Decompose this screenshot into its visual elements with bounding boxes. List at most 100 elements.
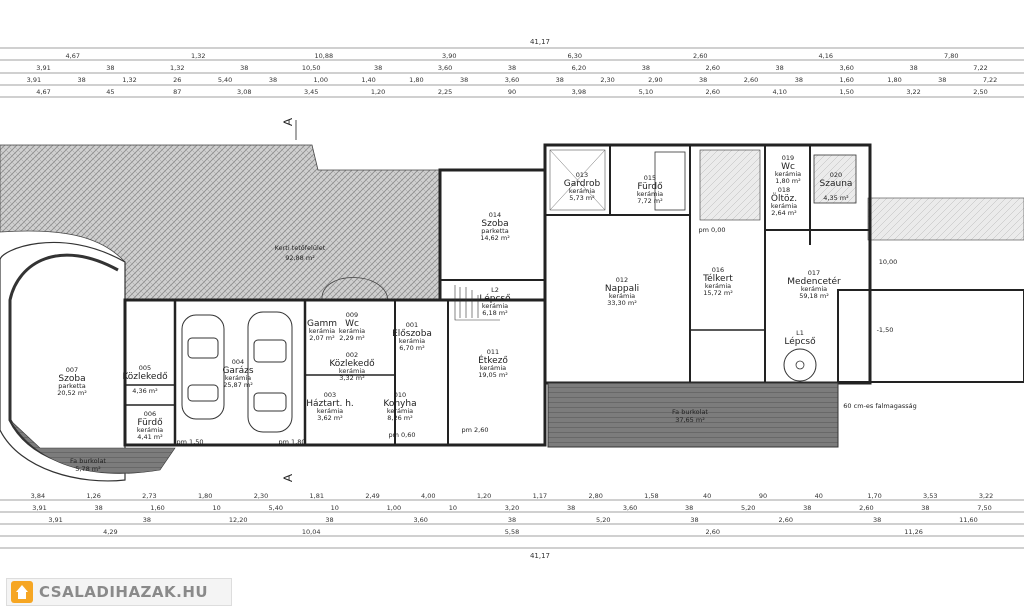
room-name: Szoba [481,219,508,229]
dimension-label: 38 [699,76,707,84]
room-material: kerámia [339,367,365,375]
dimension-label: 1,81 [310,492,324,500]
dimension-label: 1,32 [191,52,205,60]
room-area: 1,80 m² [775,177,801,185]
room-id: 011 [487,348,499,356]
garden-roof-hatch [0,144,441,301]
room-material: parketta [58,382,85,390]
dimension-label: 2,60 [779,516,793,524]
section-mark-top: A [281,118,295,126]
dimension-label: 5,20 [596,516,610,524]
dimension-label: 38 [143,516,151,524]
room-name: Lépcső [784,336,816,347]
room-area: 59,18 m² [799,292,829,300]
dimension-label: 3,91 [32,504,46,512]
dimension-label: 87 [173,88,181,96]
dimension-label: 2,50 [973,88,987,96]
dimension-label: 38 [938,76,946,84]
dimension-label: 10,50 [302,64,321,72]
dimension-label: 7,50 [977,504,991,512]
shower-area [699,149,761,221]
dimension-label: 3,98 [572,88,586,96]
room-id: 016 [712,266,724,274]
dimension-label: 1,00 [314,76,328,84]
dimension-label: 1,80 [409,76,423,84]
dimension-label: 11,60 [959,516,978,524]
dimension-label: 1,00 [387,504,401,512]
dimension-label: 7,22 [973,64,987,72]
room-area: 4,36 m² [132,387,158,395]
dimension-label: 5,40 [269,504,283,512]
dimension-label: 1,50 [839,88,853,96]
dimension-label: 3,60 [623,504,637,512]
room-name: Wc [781,162,795,172]
level-pm180: pm 1,80 [279,438,306,446]
dimension-label: 3,60 [505,76,519,84]
dimension-label: 1,20 [477,492,491,500]
dimension-label: 2,60 [859,504,873,512]
room-name: Gamm [307,319,337,329]
room-name: Medencetér [787,276,841,287]
dimension-label: 38 [508,64,516,72]
dimension-label: 2,30 [254,492,268,500]
round-room-outline [0,241,126,482]
dimension-label: 1,40 [361,76,375,84]
dimension-label: 45 [106,88,114,96]
dimension-label: 3,91 [27,76,41,84]
room-name: Közlekedő [122,372,168,382]
dimension-label: 38 [642,64,650,72]
section-mark-bottom: A [281,474,295,482]
watermark-text: CSALADIHAZAK.HU [39,583,209,601]
left-terrace-area: 5,78 m² [75,465,101,473]
room-id: 012 [616,276,628,284]
dimension-label: 38 [94,504,102,512]
left-terrace [9,419,176,474]
room-area: 3,32 m² [339,374,365,382]
dimension-label: 90 [508,88,516,96]
room-material: kerámia [387,407,413,415]
watermark: CSALADIHAZAK.HU [6,578,232,606]
dimension-label: 38 [78,76,86,84]
room-id: 005 [139,364,151,372]
level-value: 10,00 [879,258,898,266]
dimension-label: 1,80 [887,76,901,84]
room-area: 6,18 m² [482,309,508,317]
room-material: kerámia [339,327,365,335]
dimension-label: 1,70 [867,492,881,500]
room-area: 8,26 m² [387,414,413,422]
room-area: 4,35 m² [823,194,849,202]
room-id: 015 [644,174,656,182]
dimension-label: 6,30 [568,52,582,60]
dimension-label: 4,67 [36,88,50,96]
dimension-label: 10,88 [314,52,333,60]
room-material: kerámia [771,202,797,210]
dimension-label: 5,40 [218,76,232,84]
room-material: kerámia [480,364,506,372]
dimension-label: 38 [556,76,564,84]
staircase [454,285,500,321]
dimension-label: 4,00 [421,492,435,500]
dimension-label: 3,60 [438,64,452,72]
room-name: Háztart. h. [306,399,354,409]
room-area: 14,62 m² [480,234,510,242]
dimension-label: 38 [921,504,929,512]
left-terrace-label: Fa burkolat [70,457,106,465]
room-name: Fürdő [637,182,663,192]
dimension-label: 38 [909,64,917,72]
room-material: kerámia [637,190,663,198]
dimension-label: 40 [703,492,711,500]
room-area: 4,41 m² [137,433,163,441]
